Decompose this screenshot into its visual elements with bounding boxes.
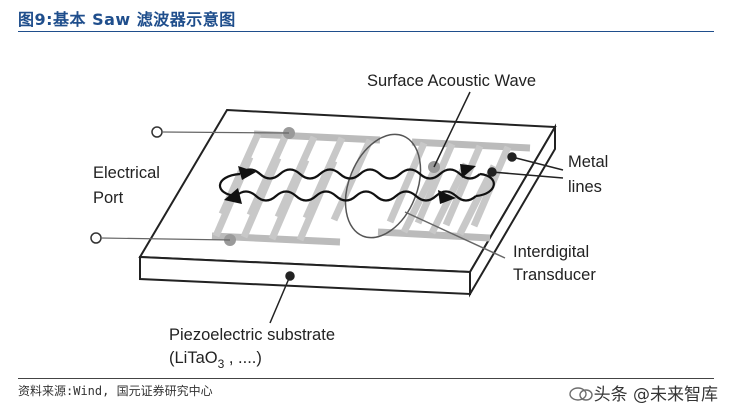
chat-bubble-icon: [568, 387, 593, 401]
watermark-text: 头条 @未来智库: [593, 385, 718, 405]
idt-highlight-ellipse: [344, 133, 422, 239]
watermark: 头条 @未来智库: [568, 380, 718, 405]
substrate-label-line2: (LiTaO3 , ....): [169, 349, 262, 371]
figure-title: 图9:基本 Saw 滤波器示意图: [18, 10, 236, 29]
electrical-port-label-line1: Electrical: [93, 164, 160, 182]
title-divider: [18, 31, 714, 32]
source-divider: [18, 378, 714, 379]
surface-wave-path: [218, 168, 495, 202]
wave-arrow-left-bottom: [224, 188, 242, 204]
source-note: 资料来源:Wind, 国元证券研究中心: [18, 384, 213, 398]
idt-label-line2: Transducer: [513, 266, 596, 284]
electrical-port-wires: [90, 126, 290, 244]
idt-label-line1: Interdigital: [513, 243, 589, 261]
metal-lines-label-line1: Metal: [568, 153, 608, 171]
substrate-label-line1: Piezoelectric substrate: [169, 326, 335, 344]
leader-lines: [269, 91, 564, 324]
wave-arrow-right-top: [460, 164, 476, 178]
wave-arrow-left-top: [238, 166, 256, 180]
metal-lines-label-line2: lines: [568, 178, 602, 196]
wave-arrow-right-bottom: [438, 190, 456, 204]
electrical-port-label-line2: Port: [93, 189, 124, 207]
surface-wave-label: Surface Acoustic Wave: [367, 72, 536, 90]
